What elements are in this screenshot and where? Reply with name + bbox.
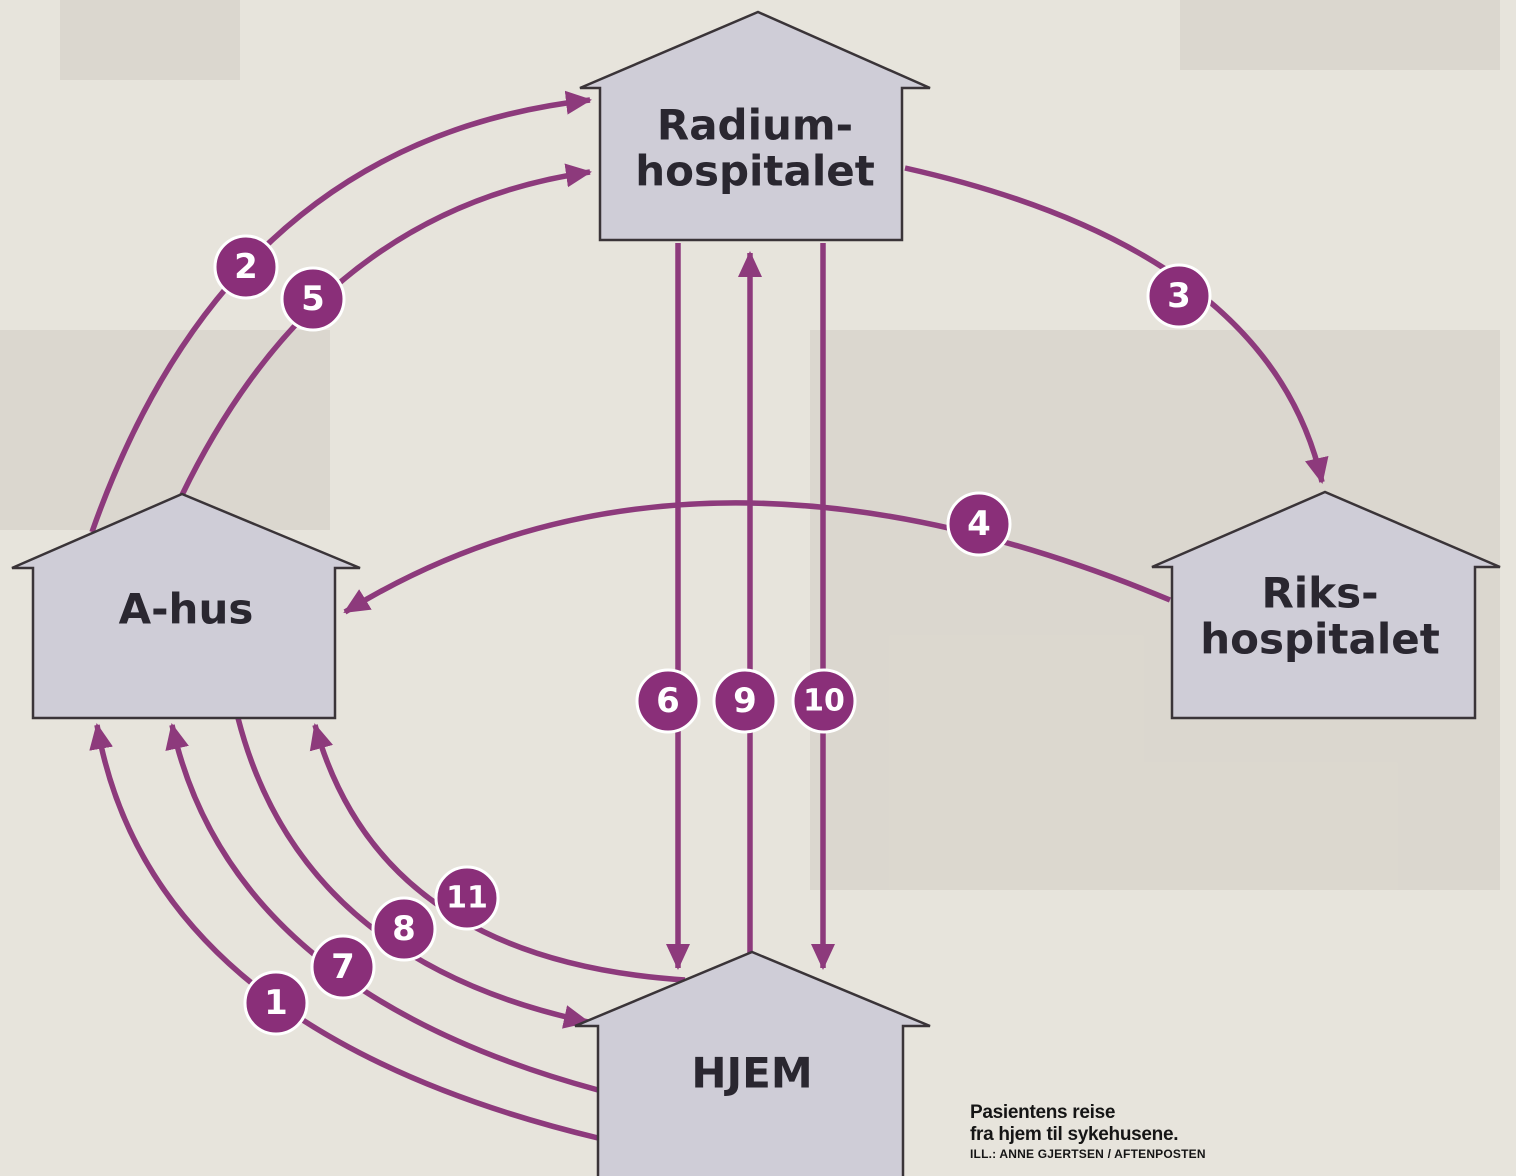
badge-4: 4 bbox=[946, 491, 1012, 557]
route-1-hjem-to-ahus bbox=[89, 723, 599, 1141]
ahus-label: A-hus bbox=[119, 585, 254, 634]
badge-9-label: 9 bbox=[733, 681, 757, 721]
badge-3: 3 bbox=[1146, 263, 1212, 329]
badge-4-label: 4 bbox=[967, 504, 991, 544]
route-8-ahus-to-hjem bbox=[235, 717, 590, 1029]
badge-6: 6 bbox=[635, 668, 701, 734]
house-hjem: HJEM bbox=[574, 950, 931, 1176]
badge-7: 7 bbox=[310, 934, 376, 1000]
badge-9: 9 bbox=[712, 668, 778, 734]
radium-label-line1: Radium- bbox=[657, 101, 853, 150]
riks-label-line1: Riks- bbox=[1261, 569, 1378, 618]
house-radiumhospitalet: Radium- hospitalet bbox=[579, 10, 931, 242]
riks-label-line2: hospitalet bbox=[1200, 615, 1440, 664]
route-2-ahus-to-radium bbox=[89, 90, 592, 533]
badge-6-label: 6 bbox=[656, 681, 680, 721]
route-11-hjem-to-ahus bbox=[309, 723, 686, 983]
routes bbox=[89, 90, 1329, 1141]
route-7-hjem-to-ahus bbox=[165, 723, 599, 1093]
badge-8: 8 bbox=[371, 896, 437, 962]
route-3-radium-to-riks bbox=[904, 165, 1329, 484]
badge-5: 5 bbox=[280, 266, 346, 332]
caption: Pasientens reise fra hjem til sykehusene… bbox=[970, 1102, 1270, 1162]
house-a-hus: A-hus bbox=[11, 492, 361, 720]
badge-3-label: 3 bbox=[1167, 276, 1191, 316]
badge-2-label: 2 bbox=[234, 247, 258, 287]
caption-line-2: fra hjem til sykehusene. bbox=[970, 1124, 1179, 1145]
house-rikshospitalet: Riks- hospitalet bbox=[1151, 490, 1501, 720]
background-smudge bbox=[1180, 0, 1500, 70]
background-smudge bbox=[0, 330, 330, 530]
badge-2: 2 bbox=[213, 234, 279, 300]
badge-8-label: 8 bbox=[392, 909, 416, 949]
caption-credit: ILL.: ANNE GJERTSEN / AFTENPOSTEN bbox=[970, 1147, 1206, 1161]
route-4-riks-to-ahus bbox=[343, 500, 1172, 615]
badge-10: 10 bbox=[791, 668, 857, 734]
route-5-ahus-to-radium bbox=[179, 163, 592, 497]
background-smudge bbox=[60, 0, 240, 80]
badge-11-label: 11 bbox=[446, 881, 488, 916]
badge-7-label: 7 bbox=[331, 947, 355, 987]
badge-1: 1 bbox=[243, 970, 309, 1036]
caption-line-1: Pasientens reise bbox=[970, 1102, 1116, 1123]
radium-label-line2: hospitalet bbox=[635, 147, 875, 196]
hjem-label: HJEM bbox=[691, 1049, 812, 1098]
badge-11: 11 bbox=[434, 865, 500, 931]
badge-10-label: 10 bbox=[803, 684, 845, 719]
badge-5-label: 5 bbox=[301, 279, 325, 319]
badge-1-label: 1 bbox=[264, 983, 288, 1023]
